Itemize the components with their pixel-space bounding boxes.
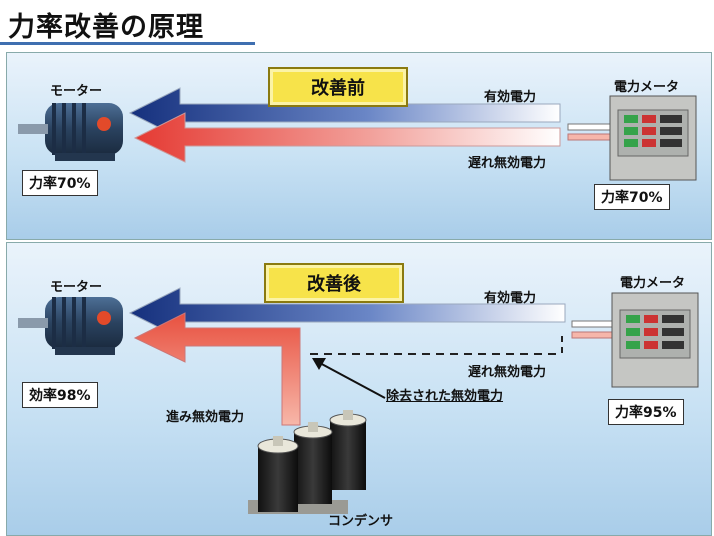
motor-icon-after [18,297,123,355]
motor-label-before: モーター [50,84,103,99]
meter-icon-before [609,95,697,181]
lagging-reactive-label-after: 遅れ無効電力 [468,365,547,380]
lagging-reactive-label-before: 遅れ無効電力 [468,156,547,171]
title-block: 力率改善の原理 [0,0,255,45]
badge-after: 改善後 [264,263,404,303]
removed-reactive-pointer [317,361,386,399]
lagging-reactive-arrow-before [133,112,561,163]
removed-reactive-label: 除去された無効電力 [386,389,504,404]
active-power-label-before: 有効電力 [484,90,537,105]
title-underline [0,42,255,45]
capacitor-icon [248,410,367,514]
meter-label-after: 電力メータ [620,276,686,291]
meter-label-before: 電力メータ [614,80,680,95]
meter-powerfactor-before: 力率70% [594,184,670,210]
capacitor-label: コンデンサ [328,514,394,529]
motor-icon-before [18,103,123,161]
motor-efficiency-after: 効率98% [22,382,98,408]
leading-reactive-label: 進み無効電力 [166,410,245,425]
badge-before: 改善前 [268,67,408,107]
motor-label-after: モーター [50,280,103,295]
meter-powerfactor-after: 力率95% [608,399,684,425]
removed-reactive-pointer-head [312,358,326,370]
active-power-label-after: 有効電力 [484,291,537,306]
leading-reactive-arrow-after [133,312,301,426]
motor-powerfactor-before: 力率70% [22,170,98,196]
meter-icon-after [611,292,699,388]
page-title: 力率改善の原理 [8,12,204,43]
